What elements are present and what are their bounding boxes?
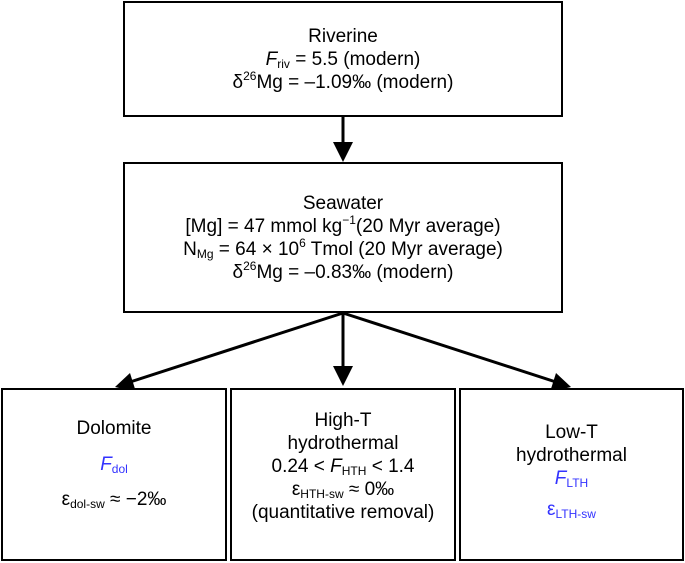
arrow-seawater-to-lowtemp	[342, 311, 557, 384]
seawater-inventory: NMg = 64 × 106 Tmol (20 Myr average)	[183, 235, 503, 261]
high-t-hydrothermal-box: High-T hydrothermal 0.24 < FHTH < 1.4 εH…	[230, 388, 456, 561]
high-t-flux-range: 0.24 < FHTH < 1.4	[272, 455, 415, 478]
riverine-flux: Friv = 5.5 (modern)	[266, 48, 421, 71]
dolomite-flux-sub: dol	[111, 462, 128, 476]
high-t-eps-value: ≈ 0‰	[343, 479, 395, 500]
seawater-conc-suffix: (20 Myr average)	[355, 215, 501, 237]
high-t-flux-symbol: F	[330, 456, 342, 477]
seawater-n-symbol: N	[183, 238, 197, 260]
riverine-delta: δ26Mg = –1.09‰ (modern)	[232, 68, 454, 94]
seawater-delta-prefix: δ	[232, 261, 244, 283]
high-t-eps-symbol: ε	[291, 479, 301, 500]
riverine-box: Riverine Friv = 5.5 (modern) δ26Mg = –1.…	[123, 1, 563, 117]
seawater-delta-value: Mg = –0.83‰ (modern)	[256, 261, 454, 283]
low-t-title-line2: hydrothermal	[516, 445, 627, 466]
dolomite-flux-symbol: F	[100, 454, 112, 475]
seawater-delta: δ26Mg = –0.83‰ (modern)	[232, 258, 454, 284]
low-t-eps-sub: LTH-sw	[555, 507, 596, 521]
low-t-eps-symbol: ε	[547, 499, 556, 520]
low-t-fractionation: εLTH-sw	[547, 498, 596, 521]
dolomite-eps-sub: dol-sw	[70, 497, 105, 511]
dolomite-title: Dolomite	[76, 418, 152, 439]
arrowhead-seawater-to-dolomite	[115, 373, 136, 392]
seawater-n-sub: Mg	[196, 246, 214, 261]
arrowhead-riverine-to-seawater	[333, 142, 353, 162]
seawater-n-suffix: Tmol (20 Myr average)	[305, 238, 503, 260]
riverine-delta-prefix: δ	[232, 71, 244, 93]
riverine-delta-sup: 26	[243, 68, 257, 83]
low-t-flux-symbol: F	[554, 468, 567, 489]
dolomite-eps-value: ≈ −2‰	[104, 489, 167, 510]
seawater-title: Seawater	[302, 192, 384, 214]
riverine-flux-symbol: F	[265, 48, 278, 70]
low-t-hydrothermal-box: Low-T hydrothermal FLTH εLTH-sw	[459, 388, 684, 561]
seawater-conc-prefix: [Mg] = 47 mmol kg	[185, 215, 343, 237]
seawater-conc-sup: −1	[342, 212, 356, 227]
arrowhead-seawater-to-hightemp	[333, 366, 353, 386]
dolomite-box: Dolomite Fdol εdol-sw ≈ −2‰	[1, 388, 227, 561]
low-t-flux: FLTH	[555, 467, 588, 490]
high-t-range-suffix: < 1.4	[366, 456, 415, 477]
high-t-title-line2: hydrothermal	[287, 433, 399, 454]
seawater-concentration: [Mg] = 47 mmol kg−1(20 Myr average)	[185, 212, 501, 238]
riverine-delta-value: Mg = –1.09‰ (modern)	[256, 71, 454, 93]
seawater-delta-sup: 26	[243, 258, 257, 273]
dolomite-fractionation: εdol-sw ≈ −2‰	[62, 488, 167, 511]
low-t-flux-sub: LTH	[566, 476, 589, 490]
dolomite-flux: Fdol	[100, 453, 128, 476]
riverine-flux-value: = 5.5 (modern)	[289, 48, 421, 70]
seawater-n-mid: = 64 × 10	[213, 238, 300, 260]
low-t-title-line1: Low-T	[545, 422, 598, 443]
high-t-range-prefix: 0.24 <	[271, 456, 331, 477]
arrowhead-seawater-to-lowtemp	[550, 373, 571, 392]
high-t-title-line1: High-T	[314, 410, 372, 431]
arrow-seawater-to-dolomite	[129, 311, 344, 384]
high-t-fractionation: εHTH-sw ≈ 0‰	[292, 478, 394, 501]
dolomite-eps-symbol: ε	[61, 489, 71, 510]
high-t-note: (quantitative removal)	[251, 502, 435, 523]
riverine-flux-sub: riv	[277, 56, 290, 71]
seawater-n-sup: 6	[299, 235, 306, 250]
seawater-box: Seawater [Mg] = 47 mmol kg−1(20 Myr aver…	[123, 162, 563, 313]
riverine-title: Riverine	[308, 25, 378, 47]
high-t-flux-sub: HTH	[341, 464, 367, 478]
high-t-eps-sub: HTH-sw	[300, 487, 344, 501]
